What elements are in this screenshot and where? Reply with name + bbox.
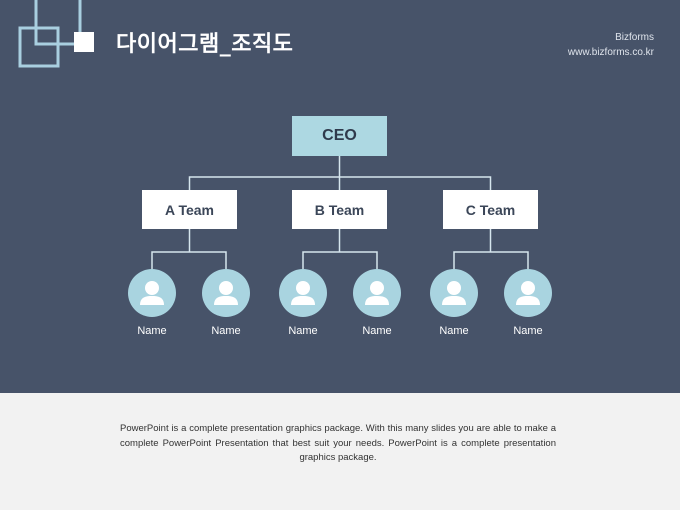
person-avatar-icon xyxy=(504,269,552,317)
team-box-b: B Team xyxy=(292,190,387,229)
person-avatar-icon xyxy=(128,269,176,317)
brand-name: Bizforms xyxy=(615,32,654,43)
member-name: Name xyxy=(288,325,318,337)
member-name: Name xyxy=(439,325,469,337)
description-panel xyxy=(0,393,680,510)
person-avatar-icon xyxy=(430,269,478,317)
ceo-box: CEO xyxy=(292,116,387,156)
page-title: 다이어그램_조직도 xyxy=(116,32,294,57)
team-box-c: C Team xyxy=(443,190,538,229)
logo-squares-icon xyxy=(18,0,94,68)
org-connectors xyxy=(151,156,529,269)
member-name: Name xyxy=(362,325,392,337)
description-text: PowerPoint is a complete presentation gr… xyxy=(120,423,556,463)
member-name: Name xyxy=(513,325,543,337)
brand-block: Bizforms www.bizforms.co.kr xyxy=(568,30,654,60)
person-avatar-icon xyxy=(202,269,250,317)
member-name: Name xyxy=(137,325,167,337)
team-box-a: A Team xyxy=(142,190,237,229)
member-name: Name xyxy=(211,325,241,337)
person-avatar-icon xyxy=(353,269,401,317)
person-avatar-icon xyxy=(279,269,327,317)
brand-url: www.bizforms.co.kr xyxy=(567,47,654,58)
